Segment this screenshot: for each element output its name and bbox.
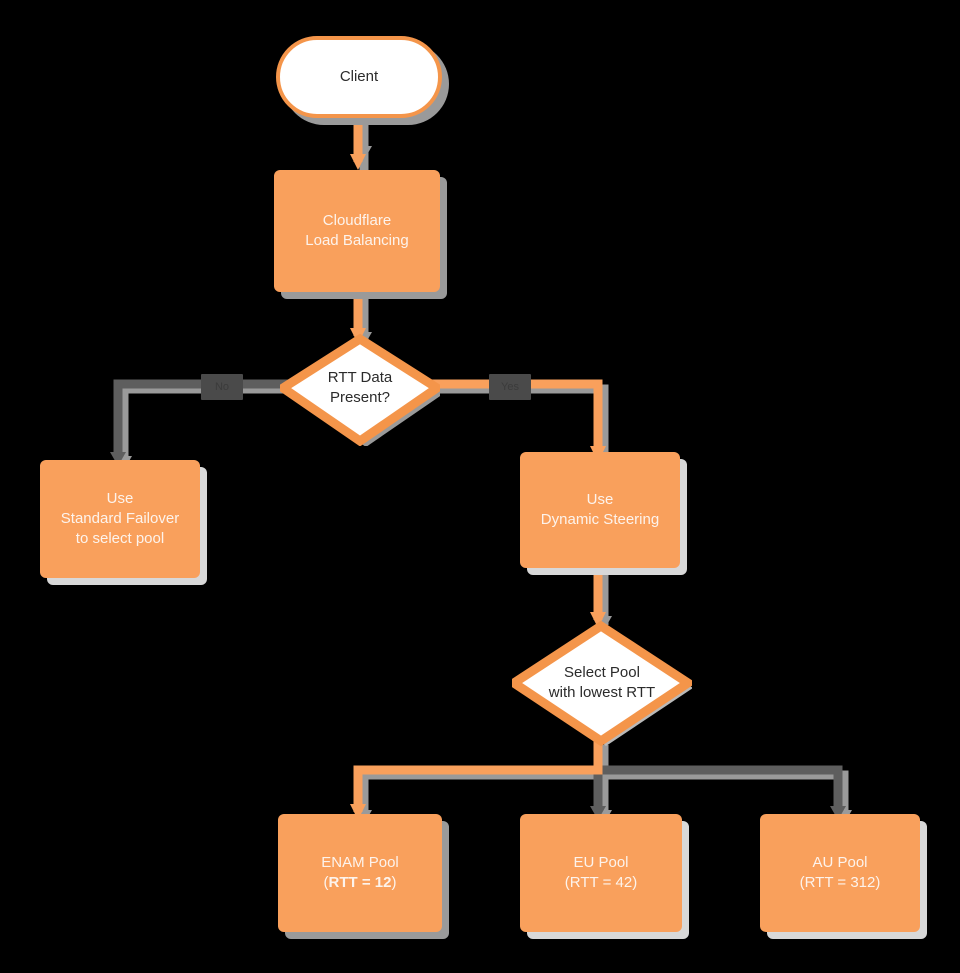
node-dynamic-steering[interactable]: Use Dynamic Steering: [520, 452, 680, 568]
select-pool-shape: [505, 620, 697, 747]
node-dynamic-steering-line1: Use: [586, 491, 614, 509]
node-au-pool-rtt-close: ): [875, 874, 881, 891]
node-au-pool-rtt-open: (: [799, 874, 805, 891]
node-eu-pool-rtt: (RTT = 42): [565, 873, 637, 893]
arrowhead-eu: [590, 806, 606, 820]
node-select-pool[interactable]: Select Pool with lowest RTT: [505, 618, 697, 748]
arrowhead-select-pool: [590, 612, 606, 628]
node-enam-pool-rtt-open: (: [323, 874, 329, 891]
arrowhead-au: [830, 806, 846, 820]
edge-rtt-to-dynamic: [428, 379, 603, 454]
node-select-pool-label: Select Pool with lowest RTT: [512, 618, 692, 748]
node-au-pool-rtt: (RTT = 312): [800, 873, 881, 893]
node-dynamic-steering-line2: Dynamic Steering: [540, 511, 660, 528]
node-client-label: Client: [339, 68, 379, 86]
node-enam-pool-rtt-value: RTT = 12: [328, 874, 392, 891]
node-enam-pool[interactable]: ENAM Pool (RTT = 12): [278, 814, 442, 932]
node-eu-pool-rtt-close: ): [632, 874, 638, 891]
node-standard-failover-line2: Standard Failover: [60, 510, 180, 528]
node-standard-failover-line3: to select pool: [75, 529, 165, 547]
node-standard-failover-line1: Use: [106, 490, 134, 508]
node-rtt-decision-line1: RTT Data: [327, 369, 393, 387]
node-rtt-decision-label: RTT Data Present?: [280, 330, 440, 446]
node-load-balancing-line1: Cloudflare: [322, 212, 392, 230]
node-load-balancing-line2: Load Balancing: [305, 232, 409, 249]
node-standard-failover[interactable]: Use Standard Failover to select pool: [40, 460, 200, 578]
arrowhead-enam: [350, 804, 366, 820]
node-load-balancing[interactable]: Cloudflare Load Balancing: [274, 170, 440, 292]
node-enam-pool-name: ENAM Pool: [321, 854, 399, 872]
rtt-decision-shape: [274, 333, 446, 447]
edge-label-yes: Yes: [489, 374, 531, 400]
node-au-pool-rtt-value: RTT = 312: [804, 874, 876, 891]
node-select-pool-line1: Select Pool: [564, 664, 640, 682]
node-au-pool-name: AU Pool: [812, 854, 868, 872]
node-rtt-decision[interactable]: RTT Data Present?: [274, 330, 446, 447]
node-eu-pool-rtt-open: (: [564, 874, 570, 891]
node-client[interactable]: Client: [276, 36, 442, 118]
node-au-pool[interactable]: AU Pool (RTT = 312): [760, 814, 920, 932]
node-rtt-decision-line2: Present?: [329, 389, 391, 406]
edge-select-to-au: [598, 765, 843, 812]
node-eu-pool[interactable]: EU Pool (RTT = 42): [520, 814, 682, 932]
node-select-pool-line2: with lowest RTT: [548, 684, 656, 701]
edge-label-yes-text: Yes: [501, 380, 519, 393]
edge-label-no-text: No: [214, 380, 230, 393]
node-enam-pool-rtt-close: ): [391, 874, 397, 891]
edge-label-no: No: [201, 374, 243, 400]
edge-select-to-enam: [353, 740, 603, 812]
node-eu-pool-name: EU Pool: [573, 854, 629, 872]
node-enam-pool-rtt: (RTT = 12): [321, 873, 399, 893]
arrowhead-standard-failover: [110, 452, 126, 466]
arrowhead-lb: [350, 154, 366, 170]
node-eu-pool-rtt-value: RTT = 42: [569, 874, 633, 891]
